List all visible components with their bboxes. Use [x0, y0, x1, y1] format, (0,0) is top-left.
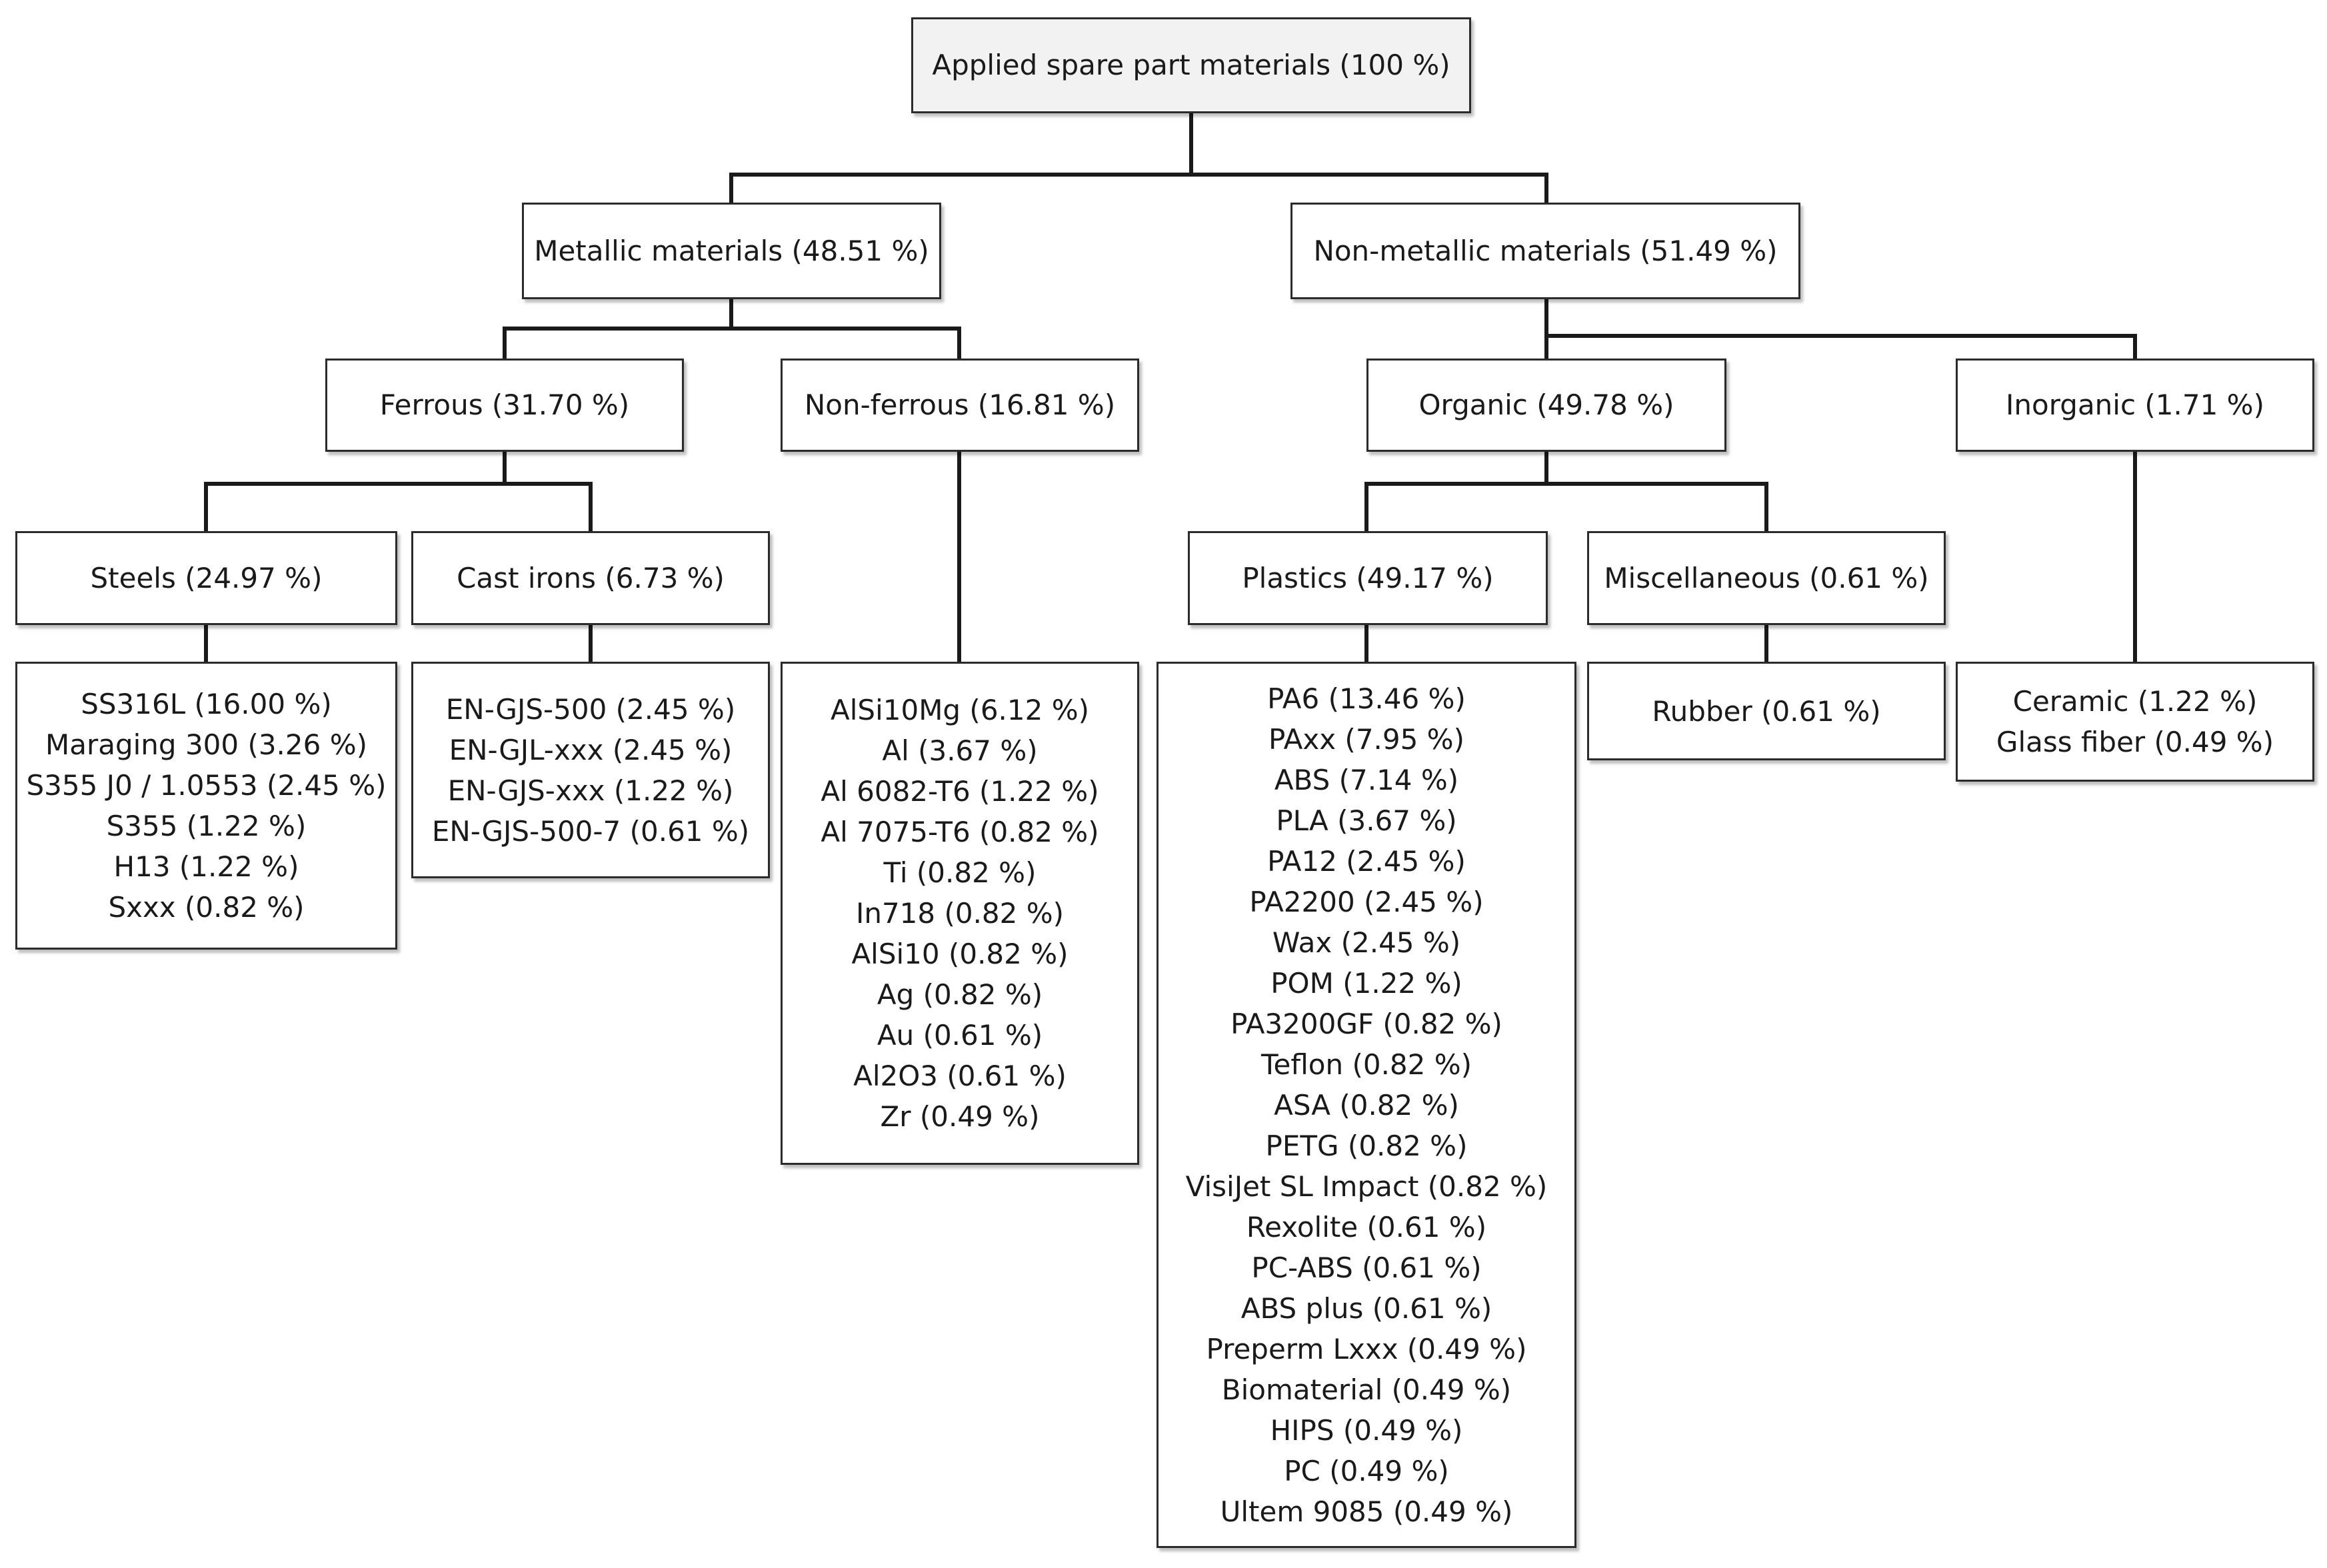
list-item: ABS plus (0.61 %) — [1240, 1291, 1492, 1325]
list-item: S355 (1.22 %) — [106, 810, 307, 842]
node-metallic-label: Metallic materials (48.51 %) — [534, 234, 929, 267]
list-item: VisiJet SL Impact (0.82 %) — [1185, 1170, 1548, 1203]
list-item: Al (3.67 %) — [882, 734, 1038, 767]
list-item: Zr (0.49 %) — [880, 1100, 1040, 1133]
list-item: SS316L (16.00 %) — [81, 688, 332, 720]
list-item: PAxx (7.95 %) — [1268, 722, 1464, 756]
node-ferrous-label: Ferrous (31.70 %) — [379, 389, 630, 421]
list-item: Rexolite (0.61 %) — [1246, 1210, 1487, 1243]
node-plastics: Plastics (49.17 %) — [1188, 531, 1548, 625]
list-item: HIPS (0.49 %) — [1270, 1413, 1463, 1447]
list-miscellaneous: Rubber (0.61 %) — [1587, 662, 1946, 760]
list-item: PETG (0.82 %) — [1265, 1129, 1468, 1162]
node-inorganic: Inorganic (1.71 %) — [1956, 359, 2314, 452]
node-root-label: Applied spare part materials (100 %) — [932, 49, 1450, 81]
list-item: Ag (0.82 %) — [877, 978, 1043, 1011]
list-nonferrous: AlSi10Mg (6.12 %) Al (3.67 %) Al 6082-T6… — [781, 662, 1139, 1165]
list-item: Al2O3 (0.61 %) — [853, 1060, 1067, 1092]
node-nonmetallic-label: Non-metallic materials (51.49 %) — [1313, 234, 1778, 267]
list-item: Teflon (0.82 %) — [1260, 1048, 1472, 1081]
list-item: PLA (3.67 %) — [1276, 804, 1457, 837]
list-item: AlSi10Mg (6.12 %) — [831, 694, 1089, 726]
list-item: Preperm Lxxx (0.49 %) — [1206, 1332, 1527, 1365]
node-inorganic-label: Inorganic (1.71 %) — [2006, 389, 2264, 421]
list-item: EN-GJS-xxx (1.22 %) — [447, 774, 734, 807]
node-steels-label: Steels (24.97 %) — [90, 561, 323, 594]
node-organic-label: Organic (49.78 %) — [1418, 389, 1674, 421]
list-plastics: PA6 (13.46 %) PAxx (7.95 %) ABS (7.14 %)… — [1157, 662, 1576, 1548]
list-item: Sxxx (0.82 %) — [108, 891, 305, 924]
list-inorganic: Ceramic (1.22 %) Glass fiber (0.49 %) — [1956, 662, 2314, 782]
node-miscellaneous: Miscellaneous (0.61 %) — [1587, 531, 1946, 625]
list-item: Ceramic (1.22 %) — [2012, 685, 2258, 718]
node-castirons: Cast irons (6.73 %) — [411, 531, 770, 625]
node-nonmetallic: Non-metallic materials (51.49 %) — [1290, 203, 1800, 299]
list-item: Biomaterial (0.49 %) — [1221, 1373, 1512, 1406]
node-plastics-label: Plastics (49.17 %) — [1242, 561, 1494, 594]
list-item: EN-GJS-500 (2.45 %) — [445, 692, 736, 726]
list-item: PC-ABS (0.61 %) — [1251, 1251, 1482, 1284]
list-item: H13 (1.22 %) — [113, 850, 299, 883]
list-item: Al 6082-T6 (1.22 %) — [821, 775, 1099, 808]
list-item: ASA (0.82 %) — [1274, 1088, 1459, 1122]
list-item: AlSi10 (0.82 %) — [851, 938, 1069, 970]
node-nonferrous-label: Non-ferrous (16.81 %) — [804, 389, 1116, 421]
list-item: PC (0.49 %) — [1284, 1454, 1449, 1487]
list-item: Au (0.61 %) — [877, 1019, 1043, 1052]
node-organic: Organic (49.78 %) — [1366, 359, 1726, 452]
list-item: Wax (2.45 %) — [1272, 926, 1461, 959]
node-steels: Steels (24.97 %) — [15, 531, 397, 625]
node-root: Applied spare part materials (100 %) — [911, 17, 1471, 113]
list-castirons: EN-GJS-500 (2.45 %) EN-GJL-xxx (2.45 %) … — [411, 662, 770, 878]
list-item: In718 (0.82 %) — [855, 897, 1065, 930]
list-item: PA6 (13.46 %) — [1267, 682, 1466, 715]
list-item: PA12 (2.45 %) — [1267, 844, 1466, 878]
list-item: Ti (0.82 %) — [883, 856, 1037, 889]
list-item: Al 7075-T6 (0.82 %) — [821, 816, 1099, 848]
node-ferrous: Ferrous (31.70 %) — [325, 359, 684, 452]
list-item: Glass fiber (0.49 %) — [1996, 726, 2274, 758]
node-miscellaneous-label: Miscellaneous (0.61 %) — [1604, 561, 1929, 594]
list-item: Ultem 9085 (0.49 %) — [1220, 1495, 1513, 1528]
list-steels: SS316L (16.00 %) Maraging 300 (3.26 %) S… — [15, 662, 397, 950]
node-nonferrous: Non-ferrous (16.81 %) — [781, 359, 1139, 452]
list-item: Rubber (0.61 %) — [1652, 694, 1881, 728]
node-castirons-label: Cast irons (6.73 %) — [457, 561, 725, 594]
list-item: Maraging 300 (3.26 %) — [45, 728, 367, 761]
list-item: PA3200GF (0.82 %) — [1230, 1007, 1502, 1040]
list-item: POM (1.22 %) — [1270, 966, 1462, 1000]
list-item: ABS (7.14 %) — [1274, 763, 1459, 796]
list-item: EN-GJL-xxx (2.45 %) — [449, 733, 733, 766]
list-item: EN-GJS-500-7 (0.61 %) — [431, 814, 750, 848]
node-metallic: Metallic materials (48.51 %) — [522, 203, 941, 299]
list-item: S355 J0 / 1.0553 (2.45 %) — [26, 769, 387, 802]
list-item: PA2200 (2.45 %) — [1249, 885, 1484, 918]
